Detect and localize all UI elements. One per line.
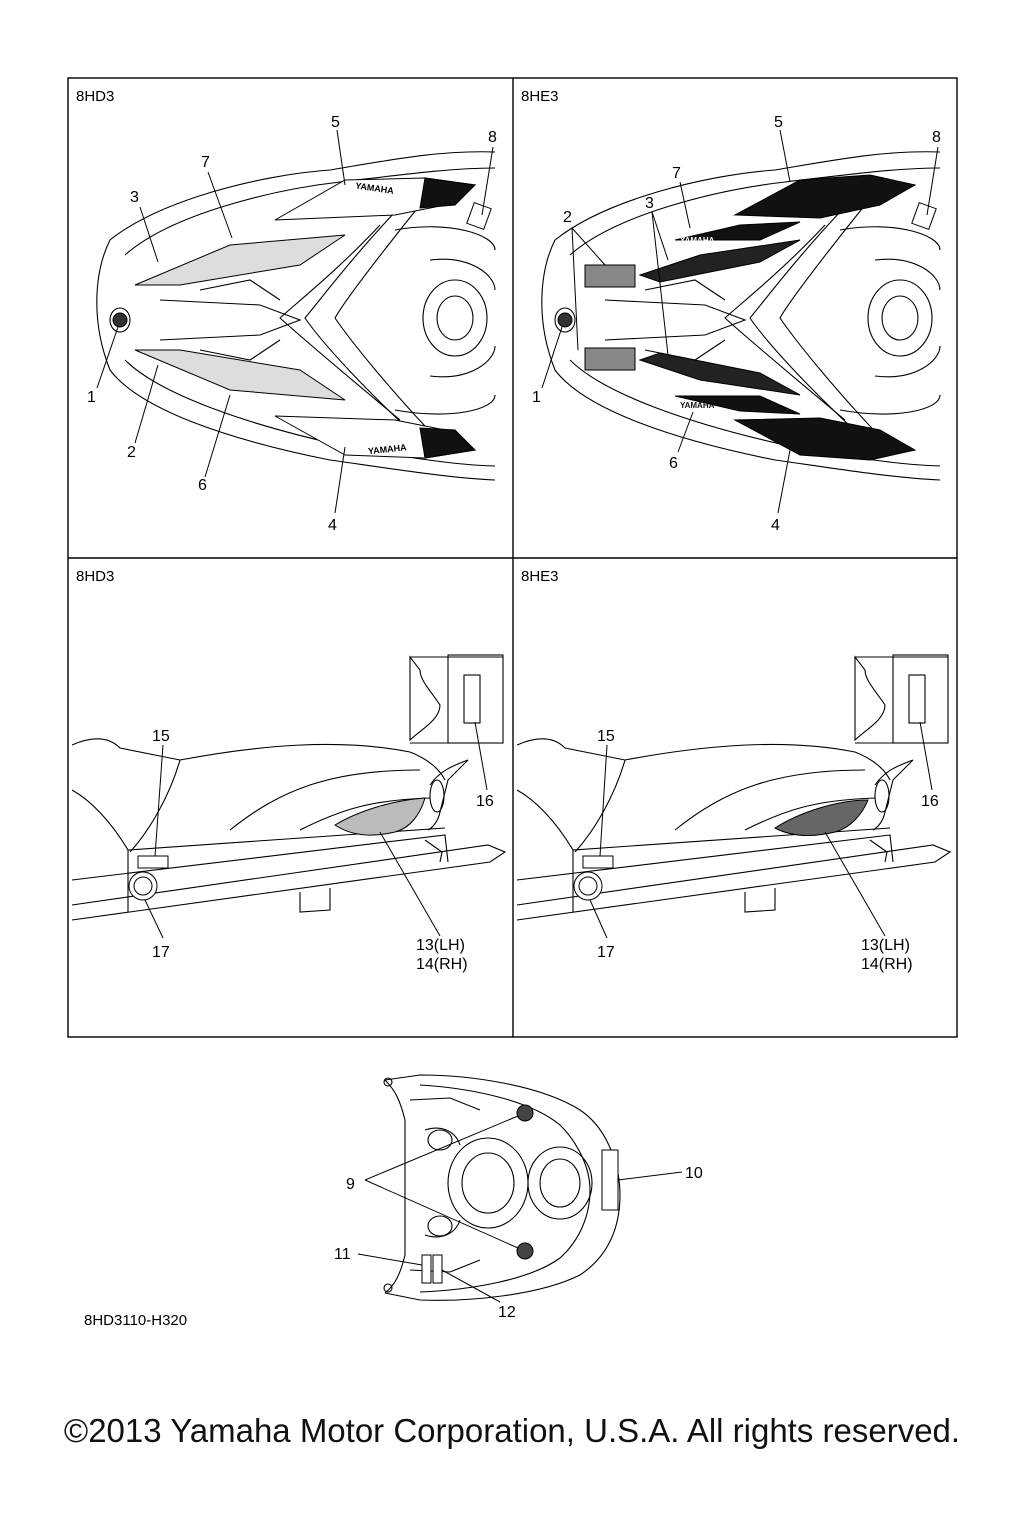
callout-mr-13lh: 13(LH) — [861, 937, 910, 954]
deck-drawing-bottom — [383, 1074, 621, 1301]
callout-tl-6: 6 — [198, 477, 207, 494]
panel-title-mid-right: 8HE3 — [521, 568, 559, 585]
callout-mr-15: 15 — [597, 728, 615, 745]
decals-deck-bottom — [421, 1104, 619, 1284]
callout-tr-5: 5 — [774, 114, 783, 131]
panel-title-top-left: 8HD3 — [76, 88, 114, 105]
callout-tr-1: 1 — [532, 389, 541, 406]
callout-tl-1: 1 — [87, 389, 96, 406]
callout-tr-2: 2 — [563, 209, 572, 226]
callout-mr-17: 17 — [597, 944, 615, 961]
callout-ml-17: 17 — [152, 944, 170, 961]
callout-tl-5: 5 — [331, 114, 340, 131]
callout-tl-8: 8 — [488, 129, 497, 146]
callout-tl-4: 4 — [328, 517, 337, 534]
decals-8hd3-side — [128, 797, 426, 901]
callout-ml-16: 16 — [476, 793, 494, 810]
side-drawing-8hd3 — [71, 654, 507, 921]
callout-ml-13lh: 13(LH) — [416, 937, 465, 954]
decals-8he3-top — [557, 174, 937, 461]
panel-grid — [67, 77, 958, 1038]
panel-title-mid-left: 8HD3 — [76, 568, 114, 585]
callout-tl-7: 7 — [201, 154, 210, 171]
callout-bottom-12: 12 — [498, 1304, 516, 1321]
decal-yamaha-lower-8hd3: YAMAHA — [367, 442, 407, 456]
figure-code: 8HD3110-H320 — [84, 1312, 187, 1329]
callout-ml-15: 15 — [152, 728, 170, 745]
callout-tr-6: 6 — [669, 455, 678, 472]
callout-mr-14rh: 14(RH) — [861, 956, 913, 973]
decals-8hd3-top — [112, 177, 492, 459]
callout-tr-7: 7 — [672, 165, 681, 182]
callout-tl-3: 3 — [130, 189, 139, 206]
callout-tr-4: 4 — [771, 517, 780, 534]
leaders-mr — [589, 721, 933, 939]
leaders-bottom — [357, 1115, 683, 1303]
callout-tr-3: 3 — [645, 195, 654, 212]
leaders-ml — [144, 721, 488, 939]
callout-tl-2: 2 — [127, 444, 136, 461]
hood-drawing-8hd3 — [96, 151, 496, 481]
copyright-notice: ©2013 Yamaha Motor Corporation, U.S.A. A… — [63, 1412, 961, 1449]
decal-yamaha-upper-8he3: YAMAHA — [680, 236, 715, 245]
callout-bottom-10: 10 — [685, 1165, 703, 1182]
side-drawing-8he3 — [516, 654, 952, 921]
hood-drawing-8he3 — [541, 151, 941, 481]
leaders-tr — [541, 129, 939, 514]
callout-tr-8: 8 — [932, 129, 941, 146]
panel-title-top-right: 8HE3 — [521, 88, 559, 105]
callout-bottom-9: 9 — [346, 1176, 355, 1193]
leaders-tl — [96, 129, 494, 514]
decals-8he3-side — [573, 799, 869, 901]
callout-mr-16: 16 — [921, 793, 939, 810]
callout-bottom-11: 11 — [334, 1246, 351, 1263]
decal-yamaha-lower-8he3: YAMAHA — [680, 401, 715, 410]
callout-ml-14rh: 14(RH) — [416, 956, 468, 973]
